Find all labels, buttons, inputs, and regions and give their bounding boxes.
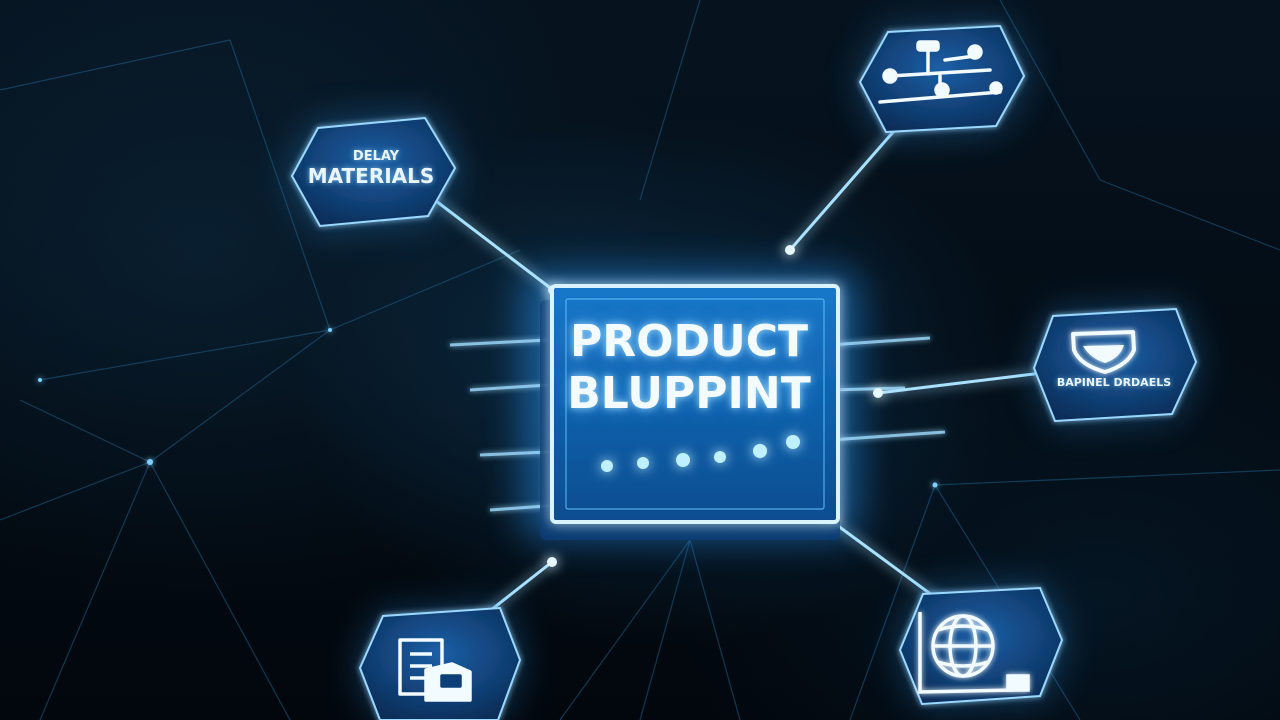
document-checklist-icon — [398, 638, 472, 702]
node-delay-materials — [285, 112, 462, 232]
node-network-flow — [855, 22, 1030, 138]
chip-title-line2: BLUPPINT — [567, 368, 811, 419]
node-materials-label: MATERIALS — [307, 164, 435, 188]
node-document — [356, 604, 525, 720]
central-chip — [540, 284, 840, 540]
chip-indicator-lights — [601, 435, 800, 472]
node-delay-label: DELAY — [352, 149, 400, 164]
node-globe — [896, 584, 1068, 708]
chip-title-line1: PRODUCT — [569, 316, 809, 367]
background-nodes — [38, 328, 938, 488]
node-right-label: BAPINEL DRDAELS — [1056, 376, 1172, 389]
node-shield — [1030, 305, 1200, 425]
globe-icon — [918, 612, 1030, 694]
shield-icon — [1071, 330, 1136, 374]
network-flow-icon — [878, 40, 1003, 104]
